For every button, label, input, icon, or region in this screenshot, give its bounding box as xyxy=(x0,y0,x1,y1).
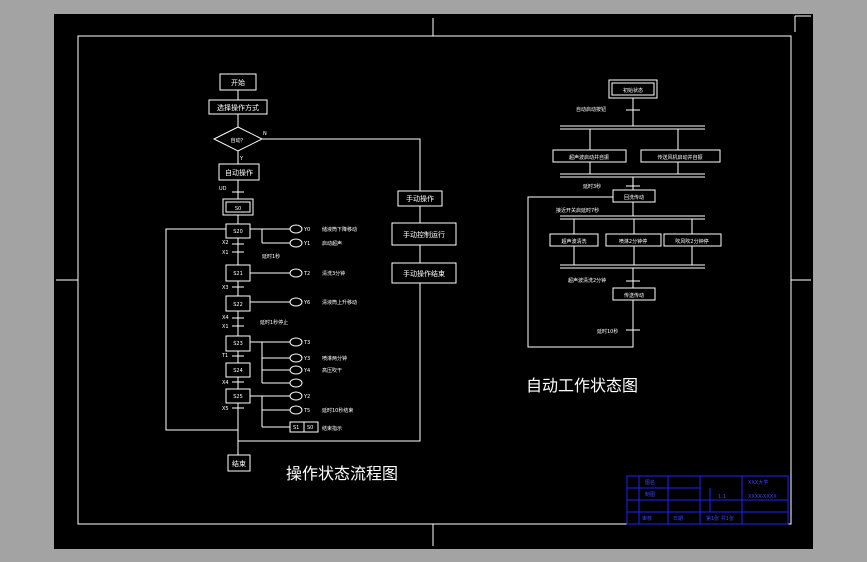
state-s0: S0 xyxy=(235,206,241,212)
contact-x5: X5 xyxy=(222,406,229,412)
state-s24: S24 xyxy=(233,368,243,374)
conveyor-start-box: 传送风机启动并自振 xyxy=(657,154,702,161)
ultrasonic-start-box: 超声波启动并自振 xyxy=(569,154,609,161)
contact-x4b: X4 xyxy=(222,380,229,386)
spray-box: 喷淋2分钟停 xyxy=(619,238,647,245)
contact-x1b: X1 xyxy=(222,324,229,330)
coil-t5: T5 xyxy=(303,408,310,414)
contact-x4: X4 xyxy=(222,315,229,321)
tb-date: 日期 xyxy=(673,516,683,522)
contact-x3: X3 xyxy=(222,285,229,291)
contact-x2: X2 xyxy=(222,240,229,246)
state-diagram-lines xyxy=(527,79,722,348)
tb-check: 审核 xyxy=(642,515,652,522)
coil-y1-text: 启动超声 xyxy=(322,240,342,247)
manual-run-box: 手动控制运行 xyxy=(403,230,445,239)
state-s22: S22 xyxy=(233,302,243,308)
state-s20: S20 xyxy=(233,229,243,235)
coil-y1: Y1 xyxy=(303,241,310,247)
manual-end-box: 手动操作结束 xyxy=(403,269,445,278)
tb-name: 图名 xyxy=(645,479,655,486)
drawing-frame xyxy=(56,15,811,546)
auto-op-box: 自动操作 xyxy=(225,168,253,177)
coil-y3-text: 喷淋两分钟 xyxy=(322,355,347,362)
ultrasonic-wash-box: 超声波清洗 xyxy=(561,238,586,245)
init-state-box: 初始状态 xyxy=(623,87,643,94)
init-condition: UD xyxy=(219,186,227,192)
contact-t1: T1 xyxy=(221,353,228,359)
coil-y4-text: 高压吹干 xyxy=(322,367,342,374)
ultrasonic-done-label: 超声波清洗2分钟 xyxy=(568,277,606,284)
select-mode-box: 选择操作方式 xyxy=(217,103,259,112)
done-indicator: 结束指示 xyxy=(322,425,342,432)
branch-n-label: N xyxy=(263,131,267,137)
coil-t3: T3 xyxy=(303,340,310,346)
coil-y2: Y2 xyxy=(303,394,310,400)
end-box: 结束 xyxy=(232,459,246,468)
tb-drawn: 制图 xyxy=(645,491,655,498)
contact-x1: X1 xyxy=(222,250,229,256)
coil-y6: Y6 xyxy=(303,300,310,306)
delay-10s-label: 延时10秒 xyxy=(597,328,618,335)
delay-stop-label: 延时1秒停止 xyxy=(260,319,288,326)
delay-label: 延时1秒 xyxy=(262,253,280,260)
seg-s0: S0 xyxy=(307,425,313,431)
start-button-label: 自动启动按钮 xyxy=(576,106,606,113)
tb-sheet: 第1张 共1张 xyxy=(706,515,734,522)
state-s25: S25 xyxy=(233,394,243,400)
retract-box: 回洗传动 xyxy=(624,194,644,201)
coil-y4: Y4 xyxy=(303,368,310,374)
auto-decision: 自动？ xyxy=(230,137,245,144)
tb-dwg-no: XXXX-XXXX xyxy=(748,494,777,500)
flowchart-boxes xyxy=(208,73,457,472)
coil-y6-text: 清液筒上升移动 xyxy=(322,299,357,306)
flowchart-title: 操作状态流程图 xyxy=(286,464,398,483)
drawing-paper xyxy=(54,14,813,549)
seg-s1: S1 xyxy=(293,425,299,431)
state-diagram-title: 自动工作状态图 xyxy=(526,376,638,395)
coil-t5-text: 延时10秒结束 xyxy=(322,407,353,414)
coil-y3: Y3 xyxy=(303,356,310,362)
coil-y0-text: 储液筒下降移动 xyxy=(322,226,357,233)
tb-school: XXX大学 xyxy=(748,479,768,486)
coil-y0: Y0 xyxy=(303,227,310,233)
coil-t2-text: 清洗3分钟 xyxy=(322,270,345,277)
state-s21: S21 xyxy=(233,271,243,277)
blow-box: 吹风吹2分钟停 xyxy=(675,238,708,245)
coil-t2: T2 xyxy=(303,271,310,277)
proximity-label: 接近开关启延时7秒 xyxy=(556,207,599,214)
title-block xyxy=(626,475,789,525)
tb-scale: 1:1 xyxy=(718,494,726,500)
start-box: 开始 xyxy=(231,78,245,87)
title-block-text: 图名 制图 审核 日期 1:1 XXX大学 XXXX-XXXX 第1张 共1张 xyxy=(642,479,777,522)
conveyor-drive-box: 传送传动 xyxy=(624,292,644,299)
coil-symbols xyxy=(289,224,303,415)
flowchart-lines xyxy=(165,90,421,455)
manual-op-box: 手动操作 xyxy=(406,194,434,203)
state-s23: S23 xyxy=(233,341,243,347)
branch-y-label: Y xyxy=(239,156,244,162)
delay-3s-label: 延时3秒 xyxy=(583,183,601,190)
